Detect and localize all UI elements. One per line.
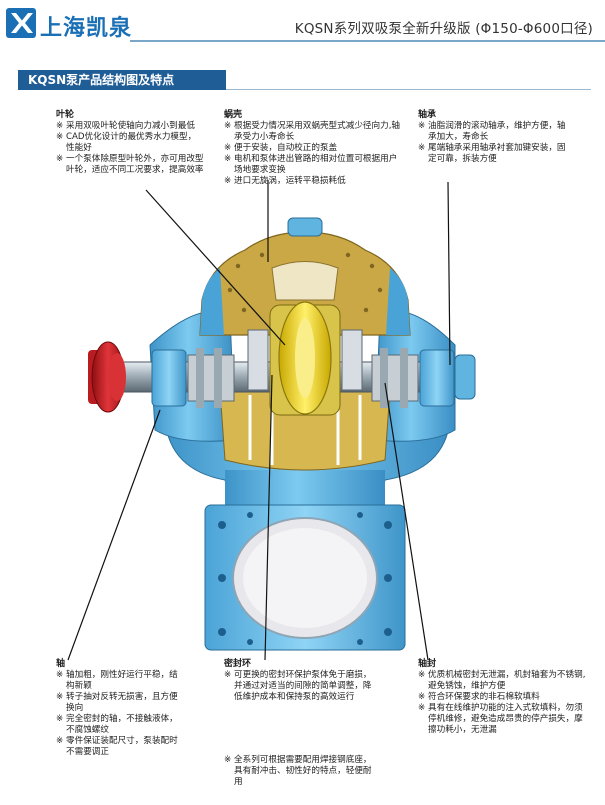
- vent-plug: [287, 217, 323, 237]
- list-item: ※便于安装，自动校正的泵盖: [224, 143, 338, 153]
- section-banner: KQSN泵产品结构图及特点: [18, 70, 226, 90]
- header-divider: [130, 40, 605, 42]
- list-item: ※零件保证装配尺寸，泵装配时不需要调正: [56, 736, 178, 757]
- outlet-flange: [204, 504, 406, 651]
- impeller: [247, 301, 363, 416]
- list-item: ※油脂润滑的滚动轴承，维护方便，轴承加大，寿命长: [418, 121, 566, 142]
- list-item: ※根据受力情况采用双蜗壳型式减少径向力,轴承受力小寿命长: [224, 121, 401, 142]
- shaft-seal-block: 轴封 ※优质机械密封无泄漏，机封轴套为不锈钢,避免锈蚀，维护方便 ※符合环保要求…: [418, 659, 586, 736]
- seal-ring-title: 密封环: [224, 659, 252, 669]
- list-item: ※采用双吸叶轮使轴向力减小到最低: [56, 121, 195, 131]
- list-item: ※一个泵体除原型叶轮外，亦可用改型叶轮，适应不同工况要求，提高效率: [56, 154, 204, 175]
- list-item: ※全系列可根据需要配用焊接钢底座，具有耐冲击、韧性好的特点，轻便耐用: [224, 755, 372, 787]
- logo-icon: [6, 8, 36, 38]
- list-item: ※轴加粗，刚性好运行平稳，结构新颖: [56, 670, 178, 691]
- list-item: ※转子抽对反转无损害，且方便换向: [56, 692, 178, 713]
- page-title: KQSN系列双吸泵全新升级版 (Φ150-Φ600口径): [294, 21, 593, 37]
- shaft-seal-title: 轴封: [418, 659, 437, 669]
- header: 上海凯泉 KQSN系列双吸泵全新升级版 (Φ150-Φ600口径): [0, 0, 605, 46]
- bearing-title: 轴承: [418, 110, 437, 120]
- lower-cutaway: [219, 389, 391, 471]
- shaft-title: 轴: [56, 659, 66, 669]
- volute-block: 蜗壳 ※根据受力情况采用双蜗壳型式减少径向力,轴承受力小寿命长 ※便于安装，自动…: [224, 110, 402, 187]
- banner-rule: [226, 89, 591, 90]
- list-item: ※电机和泵体进出管路的相对位置可根据用户场地要求变换: [224, 154, 398, 175]
- logo-text: 上海凯泉: [40, 16, 133, 41]
- impeller-block: 叶轮 ※采用双吸叶轮使轴向力减小到最低 ※CAD优化设计的最优秀水力模型，性能好…: [56, 110, 204, 176]
- list-item: ※CAD优化设计的最优秀水力模型，性能好: [56, 132, 197, 153]
- coupling-handwheel: [88, 341, 126, 413]
- list-item: ※尾端轴承采用轴承衬套加键安装，固定可靠，拆装方便: [418, 143, 566, 164]
- list-item: ※符合环保要求的非石棉软填料: [418, 692, 540, 702]
- seal-ring-block: 密封环 ※可更换的密封环保护泵体免于磨损，并通过对适当的间隙的简单调整，降低维护…: [224, 659, 374, 703]
- list-item: ※具有在线维护功能的注入式软填料，勿须停机维修，避免造成昂贵的停产损失，摩擦功耗…: [418, 703, 583, 735]
- right-seal-assembly: [371, 348, 455, 408]
- list-item: ※可更换的密封环保护泵体免于磨损，并通过对适当的间隙的简单调整，降低维护成本和保…: [224, 670, 372, 702]
- list-item: ※优质机械密封无泄漏，机封轴套为不锈钢,避免锈蚀，维护方便: [418, 670, 586, 691]
- shaft-block: 轴 ※轴加粗，刚性好运行平稳，结构新颖 ※转子抽对反转无损害，且方便换向 ※完全…: [56, 659, 182, 758]
- right-bearing-cap: [454, 354, 476, 400]
- list-item: ※进口无旋涡，运转平稳损耗低: [224, 176, 346, 186]
- volute-title: 蜗壳: [224, 110, 243, 120]
- bearing-block: 轴承 ※油脂润滑的滚动轴承，维护方便，轴承加大，寿命长 ※尾端轴承采用轴承衬套加…: [418, 110, 568, 165]
- list-item: ※完全密封的轴，不接触液体，不腐蚀螺纹: [56, 714, 178, 735]
- impeller-title: 叶轮: [56, 110, 75, 120]
- left-seal-assembly: [151, 348, 235, 408]
- base-block: ※全系列可根据需要配用焊接钢底座，具有耐冲击、韧性好的特点，轻便耐用: [224, 755, 374, 788]
